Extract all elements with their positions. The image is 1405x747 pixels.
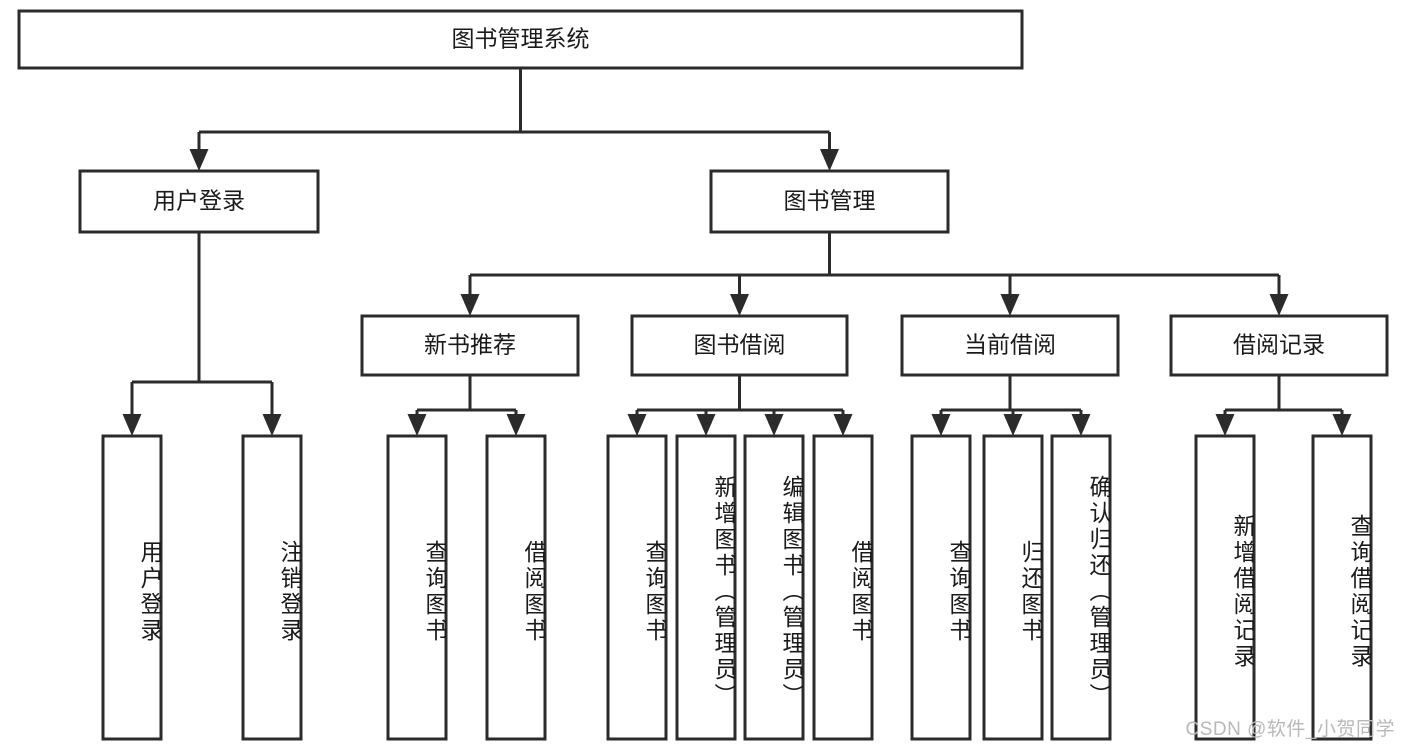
node-leaf-query-borrow-record-box[interactable] xyxy=(1311,434,1373,741)
node-user-login-label: 用户登录 xyxy=(153,188,245,214)
node-leaf-borrow-book-2-box[interactable] xyxy=(812,434,874,741)
node-new-book-recommend-box[interactable] xyxy=(360,314,580,377)
node-book-borrow-label: 图书借阅 xyxy=(694,332,786,358)
node-root-label: 图书管理系统 xyxy=(452,26,590,52)
node-leaf-borrow-book-1-box[interactable] xyxy=(485,434,547,741)
node-leaf-add-borrow-record-box[interactable] xyxy=(1194,434,1256,741)
node-root-box[interactable] xyxy=(17,9,1024,70)
node-book-manage-label: 图书管理 xyxy=(784,188,876,214)
boxes-layer xyxy=(17,9,1389,741)
node-current-borrow-label: 当前借阅 xyxy=(964,332,1056,358)
node-new-book-recommend-label: 新书推荐 xyxy=(424,332,516,358)
node-book-borrow-box[interactable] xyxy=(630,314,849,377)
node-leaf-query-book-1-box[interactable] xyxy=(386,434,448,741)
connectors-layer xyxy=(122,68,1352,436)
node-user-login-box[interactable] xyxy=(78,169,320,234)
node-borrow-record-box[interactable] xyxy=(1169,314,1389,377)
node-leaf-add-book-box[interactable] xyxy=(675,434,737,741)
node-leaf-return-book-box[interactable] xyxy=(982,434,1044,741)
node-borrow-record-label: 借阅记录 xyxy=(1233,332,1325,358)
node-leaf-edit-book-box[interactable] xyxy=(743,434,805,741)
watermark-text: CSDN @软件_小贺同学 xyxy=(1185,719,1395,740)
node-leaf-confirm-return-box[interactable] xyxy=(1050,434,1112,741)
node-book-manage-box[interactable] xyxy=(709,169,950,234)
node-leaf-query-book-2-box[interactable] xyxy=(606,434,668,741)
node-leaf-logout-login-box[interactable] xyxy=(241,434,303,741)
node-leaf-user-login-box[interactable] xyxy=(101,434,163,741)
node-current-borrow-box[interactable] xyxy=(900,314,1120,377)
node-leaf-query-book-3-box[interactable] xyxy=(910,434,972,741)
